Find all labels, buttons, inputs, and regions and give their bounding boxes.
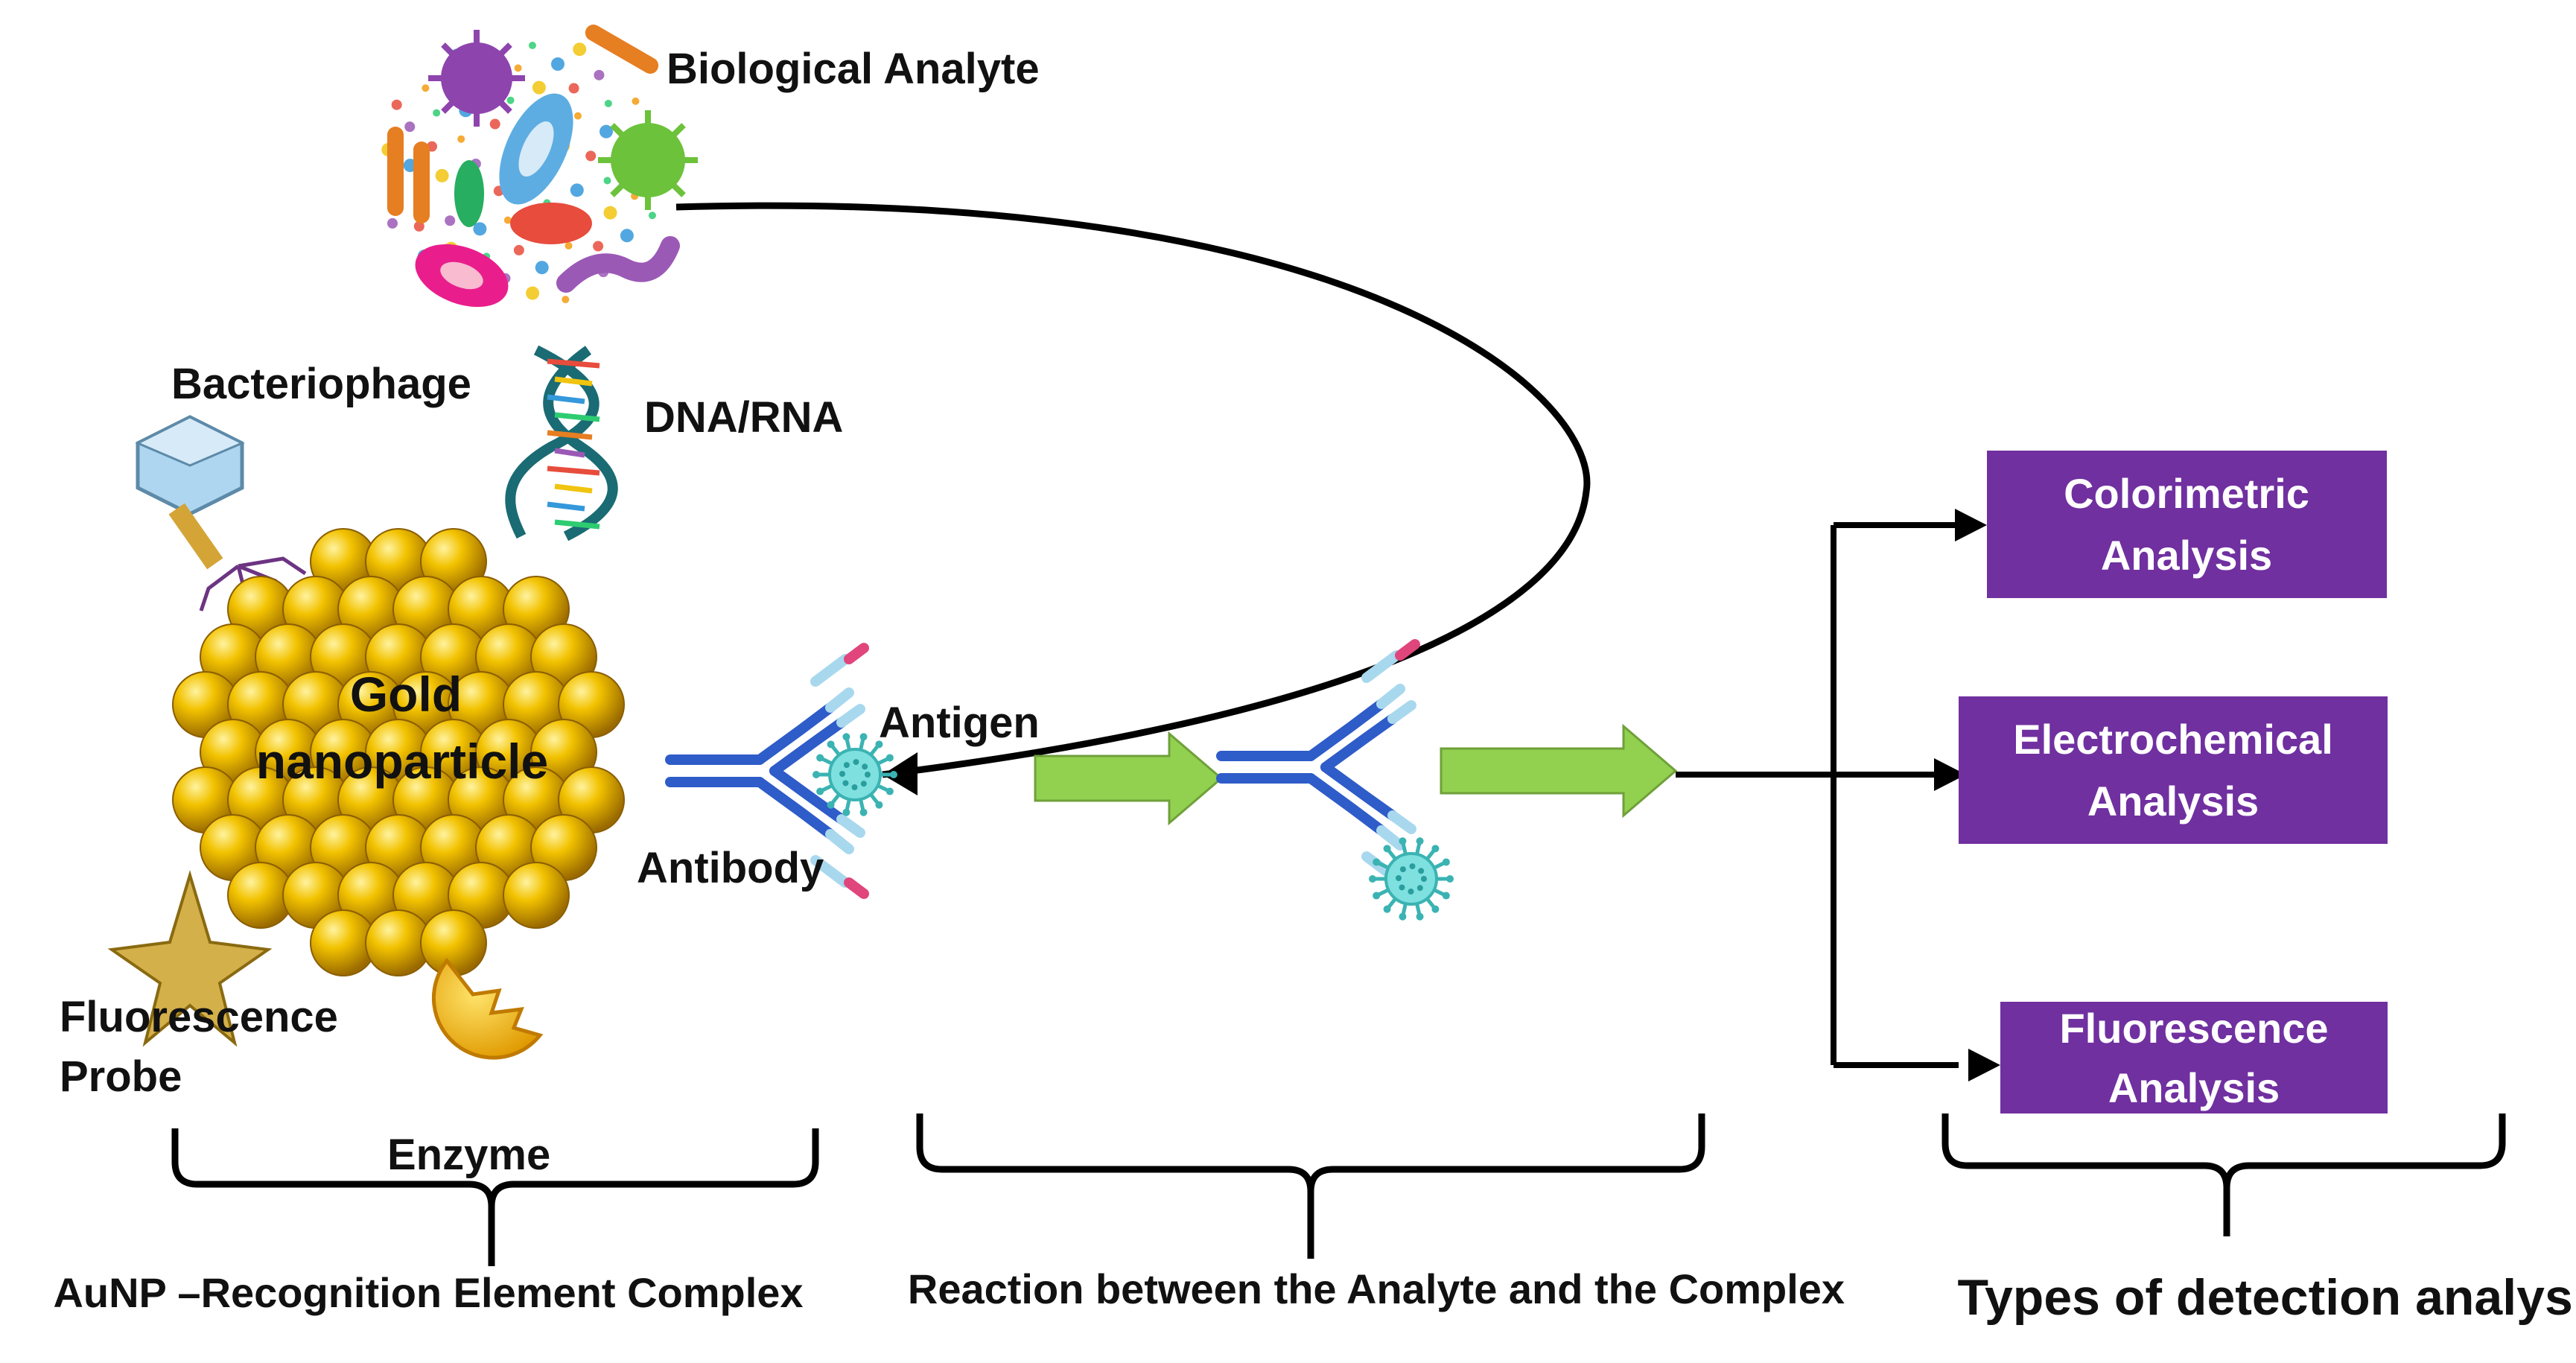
arrowhead-icon	[882, 752, 917, 795]
gold-sphere	[420, 909, 487, 976]
brace-left	[171, 1128, 819, 1266]
antibody-icon	[665, 643, 869, 899]
analysis-box-label: Electrochemical	[2013, 716, 2333, 763]
dna-rna-label: DNA/RNA	[644, 393, 843, 442]
bacteriophage-label: Bacteriophage	[171, 360, 471, 408]
biological-analyte-label: Biological Analyte	[667, 45, 1040, 93]
analysis-box-label: Analysis	[2101, 532, 2272, 579]
dna-icon	[505, 345, 618, 541]
antigen-icon	[812, 733, 897, 816]
brace-middle	[916, 1113, 1705, 1259]
enzyme-icon	[431, 957, 544, 1060]
analysis-box-label: Analysis	[2087, 778, 2259, 825]
antigen-icon	[1369, 837, 1454, 921]
analyte-to-antibody-arrow	[675, 202, 1591, 778]
reaction-arrow	[1034, 731, 1224, 826]
analysis-box-electrochemical: Electrochemical Analysis	[1959, 696, 2388, 844]
star-icon	[107, 870, 273, 1047]
analysis-box-colorimetric: Colorimetric Analysis	[1987, 451, 2387, 598]
section-label-recognition-complex: AuNP –Recognition Element Complex	[53, 1269, 803, 1316]
virus-icon	[428, 30, 525, 127]
analysis-box-label: Colorimetric	[2064, 470, 2309, 517]
gold-sphere	[503, 862, 570, 929]
result-arrow	[1440, 723, 1678, 819]
arrowhead-icon	[1934, 509, 2000, 1081]
antibody-label: Antibody	[637, 844, 824, 892]
virus-icon	[598, 110, 698, 210]
fluorescence-probe-label-line2: Probe	[60, 1052, 182, 1101]
section-label-detection-types: Types of detection analysis	[1957, 1269, 2576, 1326]
gold-nanoparticle-label-line2: nanoparticle	[256, 734, 548, 789]
analysis-box-label: Analysis	[2108, 1064, 2280, 1111]
gold-nanoparticle-label-line1: Gold	[350, 667, 462, 722]
analysis-box-fluorescence: Fluorescence Analysis	[2000, 1002, 2388, 1113]
branch-connector	[1676, 522, 1959, 1068]
section-label-reaction: Reaction between the Analyte and the Com…	[908, 1265, 1845, 1312]
biological-analyte-icon	[376, 25, 698, 317]
antigen-label: Antigen	[879, 699, 1040, 747]
antibody-antigen-complex-icon	[1216, 639, 1420, 895]
brace-right	[1941, 1113, 2506, 1236]
analysis-box-label: Fluorescence	[2059, 1005, 2328, 1052]
enzyme-label: Enzyme	[387, 1131, 550, 1179]
fluorescence-probe-label-line1: Fluorescence	[60, 993, 338, 1041]
gold-nanoparticle-icon	[172, 528, 625, 976]
